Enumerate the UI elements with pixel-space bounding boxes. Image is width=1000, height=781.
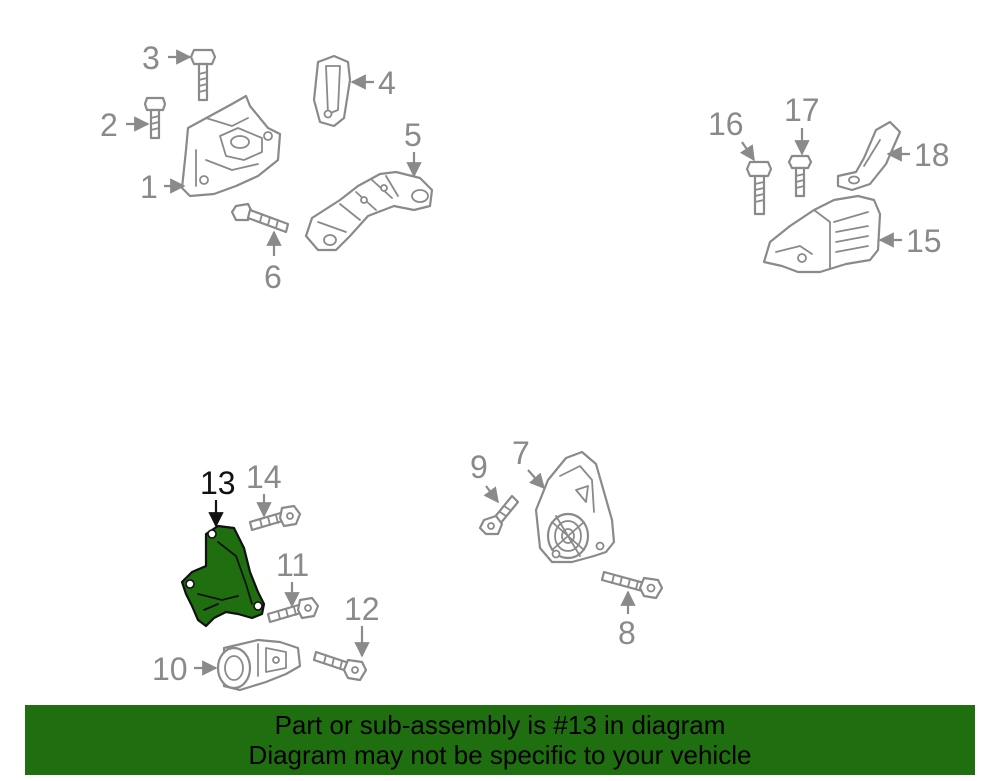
callout-2: 2	[100, 107, 118, 143]
callout-10: 10	[152, 651, 188, 687]
part-18-bracket[interactable]	[836, 120, 902, 192]
part-3-bolt[interactable]	[189, 48, 217, 102]
callout-8: 8	[618, 615, 636, 651]
part-5-bracket[interactable]	[304, 170, 434, 252]
callout-5: 5	[404, 117, 422, 153]
part-9-bolt[interactable]	[478, 494, 520, 536]
part-12-bolt[interactable]	[312, 650, 368, 682]
callout-1: 1	[140, 169, 158, 205]
callout-6: 6	[264, 259, 282, 295]
part-6-bolt[interactable]	[230, 202, 290, 234]
callout-12: 12	[344, 591, 380, 627]
callout-4: 4	[378, 65, 396, 101]
part-4-bracket[interactable]	[312, 54, 352, 128]
part-15-mount[interactable]	[762, 194, 882, 274]
part-2-bolt[interactable]	[143, 96, 167, 140]
callout-3: 3	[142, 40, 160, 76]
part-14-bolt[interactable]	[248, 504, 302, 532]
callout-9: 9	[470, 449, 488, 485]
callout-7: 7	[512, 435, 530, 471]
callout-17: 17	[784, 92, 820, 128]
callout-18: 18	[914, 137, 950, 173]
part-8-bolt[interactable]	[600, 570, 664, 600]
part-13-bracket-highlighted[interactable]	[180, 524, 266, 628]
part-1-engine-mount[interactable]	[180, 94, 282, 198]
callout-14: 14	[246, 459, 282, 495]
banner-line-1: Part or sub-assembly is #13 in diagram	[274, 710, 726, 740]
callout-16: 16	[708, 106, 744, 142]
part-17-bolt[interactable]	[787, 154, 813, 198]
part-7-mount[interactable]	[534, 450, 616, 564]
callout-11: 11	[276, 547, 309, 583]
callout-13: 13	[200, 465, 236, 501]
part-10-mount[interactable]	[216, 638, 302, 692]
info-banner: Part or sub-assembly is #13 in diagram D…	[25, 705, 975, 775]
part-16-bolt[interactable]	[745, 160, 773, 216]
banner-line-2: Diagram may not be specific to your vehi…	[248, 740, 752, 770]
callout-15: 15	[906, 223, 942, 259]
